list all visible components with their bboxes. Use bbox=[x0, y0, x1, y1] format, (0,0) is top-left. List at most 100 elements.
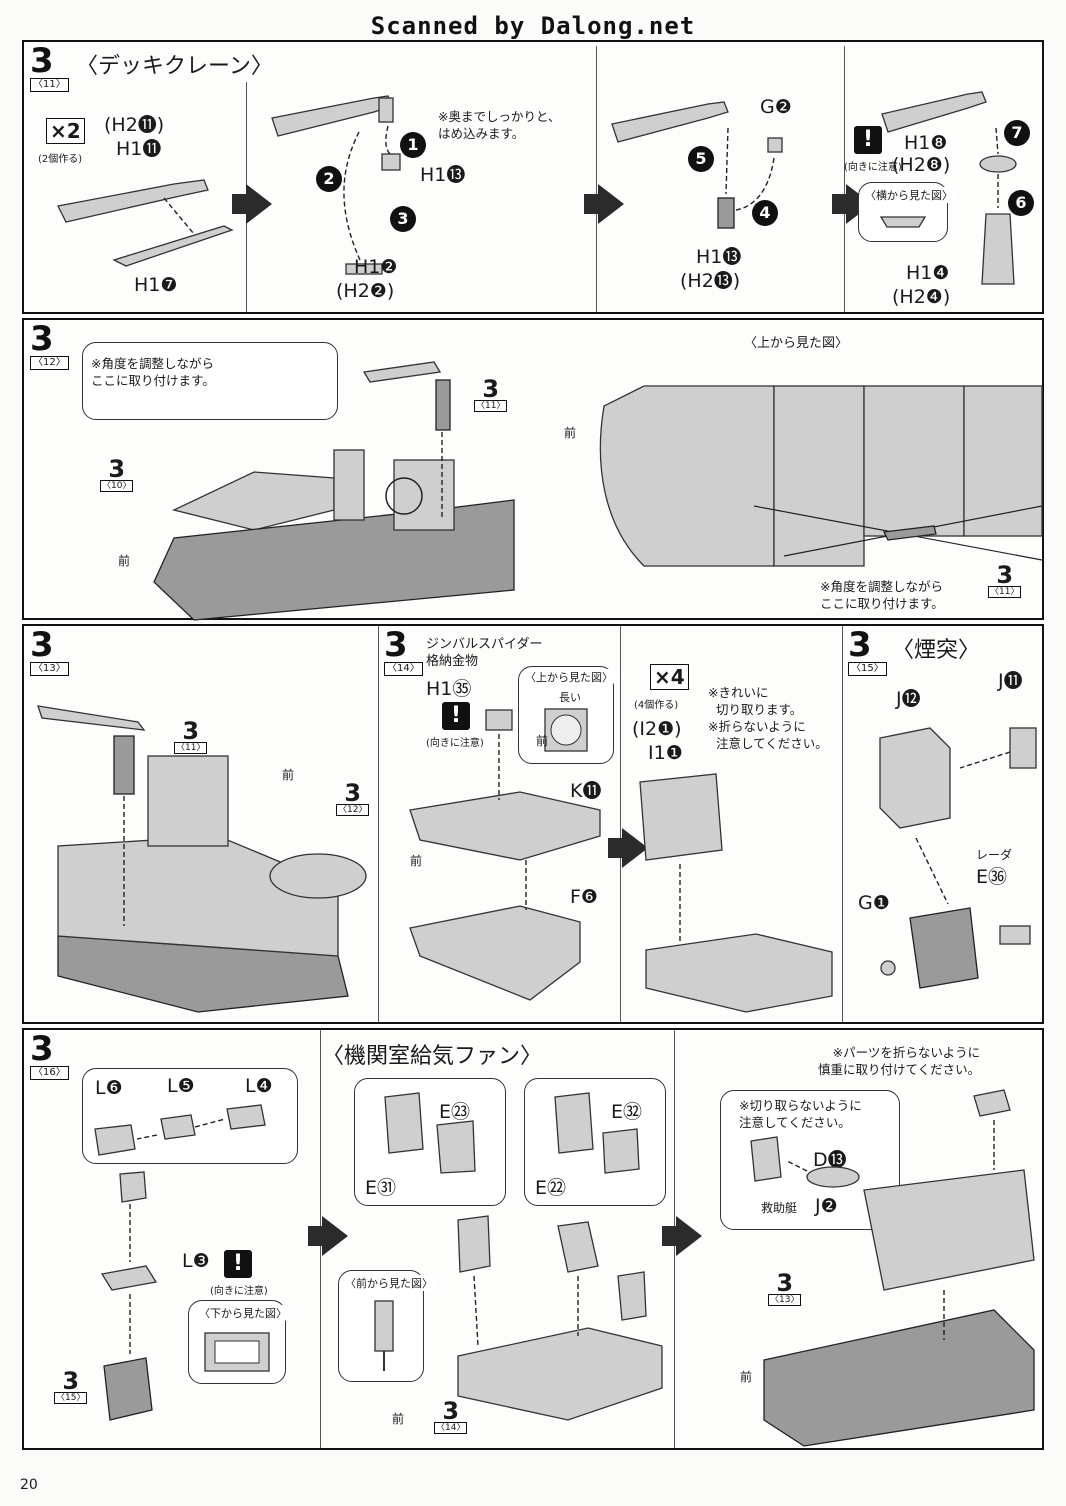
step-badge-15: 3 〈15〉 bbox=[848, 628, 887, 676]
part-label: H1❹ bbox=[906, 262, 950, 284]
note-do-not-fold: ※パーツを折らないように 慎重に取り付けてください。 bbox=[818, 1045, 981, 1077]
panel-step-16: 3 〈16〉 〈機関室給気ファン〉 L❻ L❺ L❹ L❸ ! (向きに注意) … bbox=[22, 1028, 1044, 1450]
note-adjust-angle-2: ※角度を調整しながら ここに取り付けます。 bbox=[820, 579, 944, 611]
part-label: (I2❶) bbox=[632, 718, 682, 740]
panel-steps-13-15: 3 〈13〉 3 〈11〉 前 3 〈12〉 3 〈14〉 ジンバルスパイダー … bbox=[22, 624, 1044, 1024]
crane-assembly-illustration bbox=[271, 95, 401, 275]
deck-plan-illustration bbox=[599, 385, 1043, 567]
flow-arrow bbox=[584, 184, 624, 224]
part-label: H1⓫ bbox=[116, 138, 162, 160]
part-label: E㉛ bbox=[365, 1177, 397, 1199]
fan-assembly-illustration bbox=[100, 1171, 158, 1421]
note-do-not-cut: ※切り取らないように 注意してください。 bbox=[739, 1098, 862, 1130]
vent-base-illustration bbox=[457, 1215, 663, 1421]
step-ref-11: 3 〈11〉 bbox=[174, 717, 208, 754]
callout-e32-e22: E㉜ E㉒ bbox=[524, 1078, 666, 1206]
front-direction-label: 前 bbox=[392, 1412, 405, 1426]
part-label: J⓬ bbox=[896, 688, 921, 710]
divider bbox=[596, 46, 597, 312]
quantity-note: (4個作る) bbox=[634, 700, 679, 711]
front-direction-label: 前 bbox=[536, 734, 549, 748]
caution-icon: ! bbox=[224, 1250, 252, 1278]
orientation-note: (向きに注意) bbox=[844, 162, 902, 173]
step-ref-11b: 3 〈11〉 bbox=[988, 561, 1022, 598]
flow-arrow bbox=[308, 1216, 348, 1256]
front-view-bubble: 〈前から見た図〉 bbox=[338, 1270, 437, 1382]
long-label: 長い bbox=[559, 691, 581, 704]
side-view-illustration bbox=[879, 216, 927, 228]
part-label: H1⓭ bbox=[696, 246, 742, 268]
flow-arrow bbox=[662, 1216, 702, 1256]
note-cut-cleanly: ※きれいに 切り取ります。 ※折らないように 注意してください。 bbox=[708, 685, 828, 751]
part-label: E㊱ bbox=[976, 866, 1008, 888]
vent-grille-illustration bbox=[639, 773, 833, 1013]
radar-label: レーダ bbox=[976, 848, 1013, 862]
part-label: I1❶ bbox=[648, 742, 683, 764]
part-label: L❻ bbox=[95, 1077, 123, 1099]
step-ref-12: 3 〈12〉 bbox=[336, 779, 370, 816]
bottom-view-illustration bbox=[204, 1332, 270, 1372]
top-view-bubble: 〈上から見た図〉 長い bbox=[518, 666, 617, 764]
top-view-title: 〈上から見た図〉 bbox=[744, 336, 849, 351]
ship-bow-illustration bbox=[153, 361, 515, 621]
side-view-bubble: 〈横から見た図〉 bbox=[858, 182, 957, 242]
bottom-view-bubble: 〈下から見た図〉 bbox=[188, 1300, 291, 1384]
quantity-note: (2個作る) bbox=[38, 154, 83, 165]
divider bbox=[842, 626, 843, 1022]
panel-step-11: 3 〈11〉 〈デッキクレーン〉 ×2 (2個作る) (H2⓫) H1⓫ H1❼… bbox=[22, 40, 1044, 314]
part-label: H1㉟ bbox=[426, 678, 472, 700]
scanner-credit: Scanned by Dalong.net bbox=[370, 12, 696, 40]
step-marker-1: 1 bbox=[400, 132, 426, 158]
step-marker-2: 2 bbox=[316, 166, 342, 192]
superstructure-assembly-illustration bbox=[763, 1089, 1035, 1447]
step-marker-6: 6 bbox=[1008, 190, 1034, 216]
step-marker-7: 7 bbox=[1004, 120, 1030, 146]
section-title-funnel: 〈煙突〉 bbox=[892, 638, 981, 663]
front-direction-label: 前 bbox=[564, 426, 577, 440]
step-badge-16: 3 〈16〉 bbox=[30, 1032, 69, 1080]
step-marker-4: 4 bbox=[752, 200, 778, 226]
part-label: H1❽ bbox=[904, 132, 948, 154]
part-label: D⓭ bbox=[813, 1149, 847, 1171]
step-ref-10: 3 〈10〉 bbox=[100, 455, 134, 492]
part-label: H1❼ bbox=[134, 274, 178, 296]
lifeboat-illustration bbox=[750, 1136, 860, 1188]
part-label: J⓫ bbox=[998, 670, 1023, 692]
step-badge-11: 3 〈11〉 bbox=[30, 44, 69, 92]
part-label: K⓫ bbox=[570, 780, 602, 802]
step-badge-14: 3 〈14〉 bbox=[384, 628, 423, 676]
spider-platform-illustration bbox=[409, 709, 601, 1001]
bottom-view-title: 〈下から見た図〉 bbox=[195, 1305, 291, 1321]
gimbal-spider-label: ジンバルスパイダー 格納金物 bbox=[426, 637, 543, 669]
flow-arrow bbox=[232, 184, 272, 224]
step-badge-13: 3 〈13〉 bbox=[30, 628, 69, 676]
part-label: (H2⓫) bbox=[104, 114, 165, 136]
note-press-firmly: ※奥までしっかりと、 はめ込みます。 bbox=[438, 109, 561, 141]
front-direction-label: 前 bbox=[282, 768, 295, 782]
quantity-badge: ×4 bbox=[650, 664, 689, 690]
front-direction-label: 前 bbox=[118, 554, 131, 568]
e32-e22-illustration bbox=[554, 1092, 640, 1174]
note-adjust-angle: ※角度を調整しながら ここに取り付けます。 bbox=[91, 356, 215, 388]
step-ref-15: 3 〈15〉 bbox=[54, 1367, 88, 1404]
part-label: H1❷ bbox=[354, 256, 398, 278]
callout-lifeboat: ※切り取らないように 注意してください。 D⓭ 救助艇 J❷ bbox=[720, 1090, 900, 1230]
part-label: J❷ bbox=[815, 1195, 838, 1217]
part-label: E㉒ bbox=[535, 1177, 567, 1199]
front-direction-label: 前 bbox=[740, 1370, 753, 1384]
part-label: G❶ bbox=[858, 892, 890, 914]
callout-e23-e31: E㉓ E㉛ bbox=[354, 1078, 506, 1206]
caution-icon: ! bbox=[854, 126, 882, 154]
side-view-title: 〈横から見た図〉 bbox=[861, 187, 957, 203]
caution-icon: ! bbox=[442, 702, 470, 730]
crane-mount-illustration bbox=[611, 101, 783, 229]
callout-angle-note: ※角度を調整しながら ここに取り付けます。 bbox=[82, 342, 338, 420]
step-marker-3: 3 bbox=[390, 206, 416, 232]
step-ref-11: 3 〈11〉 bbox=[474, 375, 508, 412]
part-label: F❻ bbox=[570, 886, 598, 908]
step-marker-5: 5 bbox=[688, 146, 714, 172]
quantity-badge: ×2 bbox=[46, 118, 85, 144]
part-label: E㉓ bbox=[439, 1101, 471, 1123]
crane-arm-parts-illustration bbox=[57, 179, 234, 267]
part-label: L❹ bbox=[245, 1075, 273, 1097]
